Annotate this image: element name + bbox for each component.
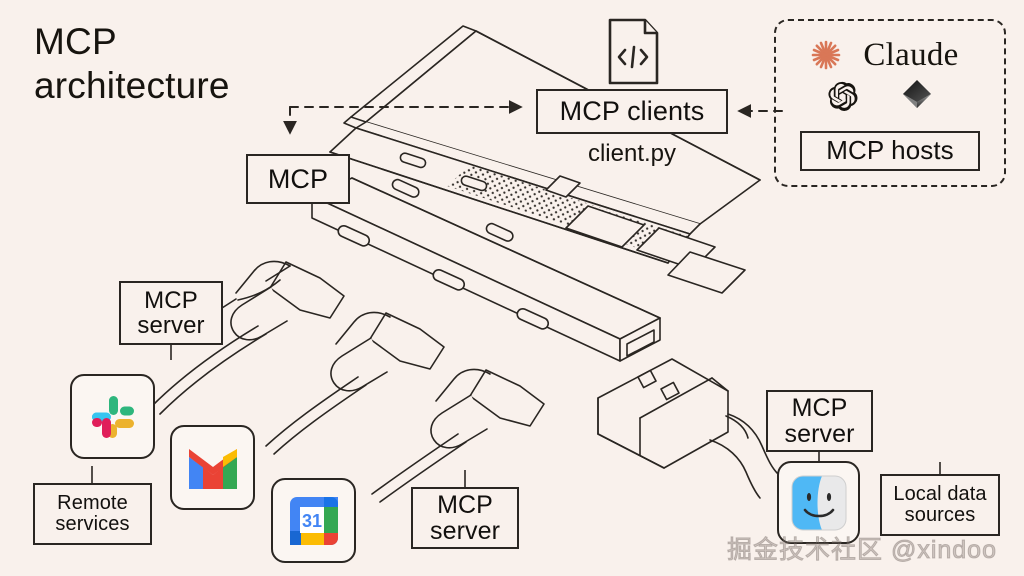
gem-logo <box>903 80 931 108</box>
mcp-box[interactable]: MCP <box>246 154 350 204</box>
mcp-clients-box[interactable]: MCP clients <box>536 89 728 134</box>
finder-glyph <box>791 475 846 530</box>
finder-icon[interactable] <box>777 461 860 544</box>
claude-logo <box>811 40 841 70</box>
google-calendar-icon[interactable]: 31 <box>271 478 356 563</box>
claude-label: Claude <box>863 36 959 73</box>
slack-glyph <box>91 395 134 438</box>
gmail-glyph <box>188 448 237 489</box>
mcp-hosts-group <box>774 19 1006 187</box>
slack-icon[interactable] <box>70 374 155 459</box>
google-calendar-glyph: 31 <box>289 496 338 545</box>
mcp-server-box-middle[interactable]: MCP server <box>411 487 519 549</box>
local-data-sources-box[interactable]: Local data sources <box>880 474 1000 536</box>
claude-brand: Claude <box>800 33 982 77</box>
remote-services-box[interactable]: Remote services <box>33 483 152 545</box>
mcp-server-box-left[interactable]: MCP server <box>119 281 223 345</box>
client-file-label: client.py <box>587 140 677 167</box>
openai-logo <box>828 81 858 111</box>
page-title: MCP architecture <box>34 21 230 106</box>
mcp-hosts-box[interactable]: MCP hosts <box>800 131 980 171</box>
google-calendar-day: 31 <box>301 511 321 531</box>
gmail-icon[interactable] <box>170 425 255 510</box>
mcp-server-box-right[interactable]: MCP server <box>766 390 873 452</box>
